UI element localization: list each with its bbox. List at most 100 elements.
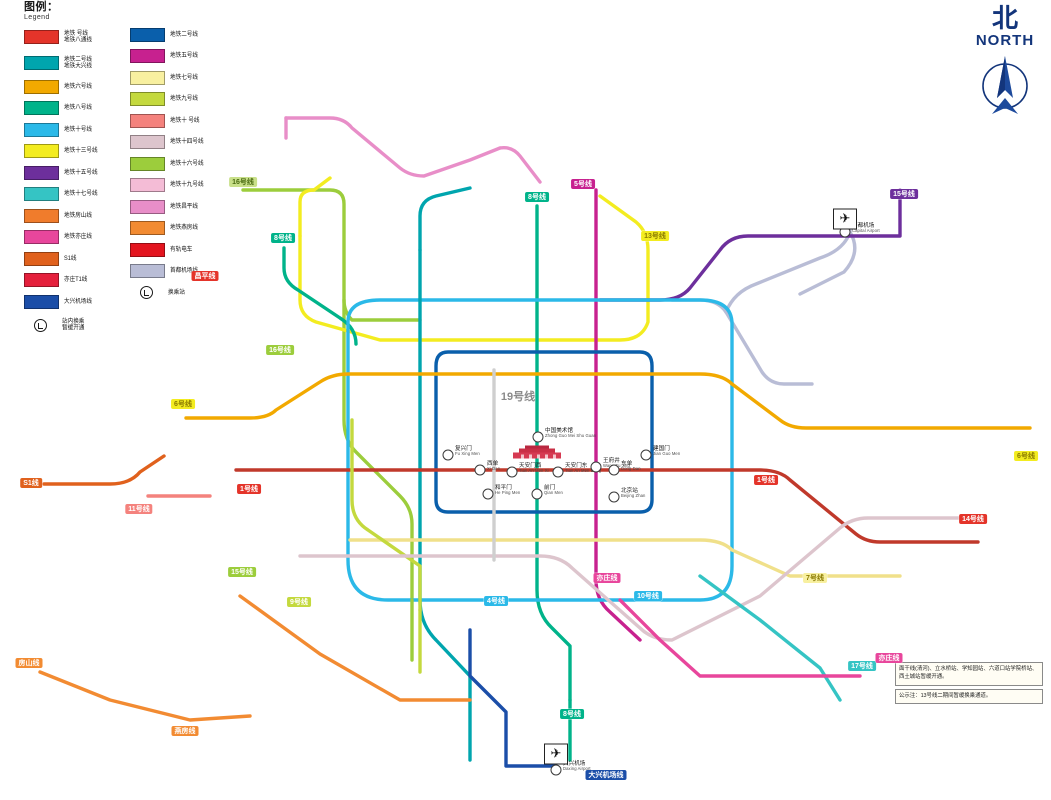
badge-line-10[interactable]: 10号线 xyxy=(634,591,662,601)
station-xidan-label-en: Xi Dan xyxy=(487,466,501,472)
station-dot xyxy=(608,464,620,476)
badge-yizhuang-2[interactable]: 亦庄线 xyxy=(875,653,903,663)
legend-swatch-line-9 xyxy=(130,92,165,107)
station-dot xyxy=(531,488,543,500)
badge-line-17[interactable]: 17号线 xyxy=(848,661,876,671)
tiananmen-rostrum-icon xyxy=(511,445,563,460)
legend-item-interchange-station: 换乘站 xyxy=(130,282,230,304)
interchange-icon xyxy=(24,319,57,332)
station-tiananmen-west[interactable] xyxy=(506,466,518,478)
compass-rose: 北 NORTH xyxy=(963,6,1047,132)
legend-label-line-6: 地铁六号线 xyxy=(64,83,92,90)
legend-label-s1-line: S1线 xyxy=(64,255,77,262)
badge-line-1-west[interactable]: 1号线 xyxy=(237,484,261,494)
legend-item-line-5: 地铁五号线 xyxy=(130,46,230,68)
station-dongdan[interactable] xyxy=(608,464,620,476)
legend-swatch-fangshan-line xyxy=(24,208,59,223)
station-qianmen[interactable] xyxy=(531,488,543,500)
badge-daxing-airport[interactable]: 大兴机场线 xyxy=(585,770,627,780)
badge-s1[interactable]: S1线 xyxy=(20,478,42,488)
legend-item-tram: 有轨电车 xyxy=(130,239,230,261)
legend-label-yanfang-line: 地铁燕房线 xyxy=(170,224,198,232)
station-xidan[interactable] xyxy=(474,464,486,476)
station-beijing-railway[interactable] xyxy=(608,491,620,503)
badge-line-15[interactable]: 15号线 xyxy=(890,189,918,199)
badge-changping[interactable]: 昌平线 xyxy=(191,271,219,281)
interchange-glyph xyxy=(140,286,153,300)
legend-item-line-17: 地铁十七号线 xyxy=(24,184,124,206)
badge-line-8-north[interactable]: 8号线 xyxy=(271,233,295,243)
legend-item-line-9: 地铁九号线 xyxy=(130,89,230,111)
station-jianguomen-label-en: Jian Guo Men xyxy=(653,451,681,457)
badge-line-11[interactable]: 11号线 xyxy=(125,504,153,514)
legend-swatch-line-5 xyxy=(130,49,165,64)
badge-yanfang[interactable]: 燕房线 xyxy=(171,726,199,736)
legend-item-line-16: 地铁十六号线 xyxy=(130,153,230,175)
legend-title-cn: 图例： xyxy=(24,1,59,13)
legend-item-line-2: 地铁二号线 xyxy=(130,24,230,46)
station-fuxingmen[interactable] xyxy=(442,449,454,461)
station-jianguomen[interactable] xyxy=(640,449,652,461)
compass-needle-icon xyxy=(982,56,1028,114)
station-capital-airport-label-en: Capital Airport xyxy=(852,228,880,234)
legend-label-line-7: 地铁七号线 xyxy=(170,74,198,81)
station-hepingmen[interactable] xyxy=(482,488,494,500)
badge-line-14[interactable]: 14号线 xyxy=(959,514,987,524)
badge-line-4[interactable]: 4号线 xyxy=(484,596,508,606)
badge-line-6-west[interactable]: 6号线 xyxy=(171,399,195,409)
badge-line-9[interactable]: 9号线 xyxy=(287,597,311,607)
station-wangfujing[interactable] xyxy=(590,461,602,473)
legend-item-yanfang-line: 地铁燕房线 xyxy=(130,218,230,240)
station-daxing-airport[interactable] xyxy=(550,764,562,776)
station-tiananmen-east[interactable] xyxy=(552,466,564,478)
badge-line-19[interactable]: 19号线 xyxy=(500,390,536,403)
legend-swatch-yanfang-line xyxy=(130,221,165,236)
legend-label-line-2: 地铁二号线 xyxy=(170,31,198,38)
badge-line-16[interactable]: 16号线 xyxy=(229,177,257,187)
badge-line-15-sw[interactable]: 15号线 xyxy=(228,567,256,577)
legend-item-yizhuang-t1: 亦庄T1线 xyxy=(24,270,124,292)
legend-swatch-line-11 xyxy=(130,113,165,128)
interchange-icon xyxy=(130,286,163,300)
legend-swatch-line-13 xyxy=(24,144,59,159)
legend-label-line-13: 地铁十三号线 xyxy=(64,147,98,155)
station-dot xyxy=(552,466,564,478)
badge-fangshan[interactable]: 房山线 xyxy=(15,658,43,668)
legend-item-s1-line: S1线 xyxy=(24,248,124,270)
legend-item-line-19: 地铁十九号线 xyxy=(130,175,230,197)
legend-item-interchange-not-open: 站内换乘暂缓开通 xyxy=(24,313,124,339)
legend-item-line-14: 地铁十四号线 xyxy=(130,132,230,154)
station-daxing-airport-label-en: Daxing Airport xyxy=(563,766,591,772)
badge-yizhuang[interactable]: 亦庄线 xyxy=(593,573,621,583)
legend-item-line-11: 地铁十 号线 xyxy=(130,110,230,132)
legend-label-capital-airport-line: 首都机场线 xyxy=(170,267,198,275)
station-national-art-museum[interactable] xyxy=(532,431,544,443)
badge-line-5[interactable]: 5号线 xyxy=(571,179,595,189)
badge-line-8-south[interactable]: 8号线 xyxy=(560,709,584,719)
legend-label-line-1-batong: 地铁 号线地铁八通线 xyxy=(64,30,92,44)
legend-item-line-10: 地铁十号线 xyxy=(24,119,124,141)
legend-swatch-line-4-daxing xyxy=(24,56,59,70)
compass-label-cn: 北 xyxy=(991,4,1018,34)
station-fuxingmen-label-en: Fu Xing Men xyxy=(455,451,480,457)
legend-item-line-8: 地铁八号线 xyxy=(24,98,124,120)
badge-line-6-east[interactable]: 6号线 xyxy=(1014,451,1038,461)
badge-line-1-east[interactable]: 1号线 xyxy=(754,475,778,485)
badge-line-8-mid[interactable]: 8号线 xyxy=(525,192,549,202)
legend: 图例： Legend 地铁 号线地铁八通线地铁二号线地铁大兴线地铁六号线地铁八号… xyxy=(24,1,234,332)
station-dongdan-label-en: Dong Dan xyxy=(621,466,641,472)
legend-label-changping-line: 地铁昌平线 xyxy=(170,203,198,210)
map-note-2: 公示注：13号线二期间暂缓换乘通道。 xyxy=(895,688,1043,705)
compass-label-en: NORTH xyxy=(975,32,1035,49)
legend-swatch-line-16 xyxy=(130,156,165,171)
legend-label-line-11: 地铁十 号线 xyxy=(170,117,200,124)
badge-line-16-mid[interactable]: 16号线 xyxy=(266,345,294,355)
airplane-icon-daxing: ✈ xyxy=(544,743,568,765)
badge-line-13[interactable]: 13号线 xyxy=(641,231,669,241)
legend-label-line-16: 地铁十六号线 xyxy=(170,160,204,167)
badge-line-7[interactable]: 7号线 xyxy=(803,573,827,583)
legend-item-line-4-daxing: 地铁二号线地铁大兴线 xyxy=(24,50,124,76)
